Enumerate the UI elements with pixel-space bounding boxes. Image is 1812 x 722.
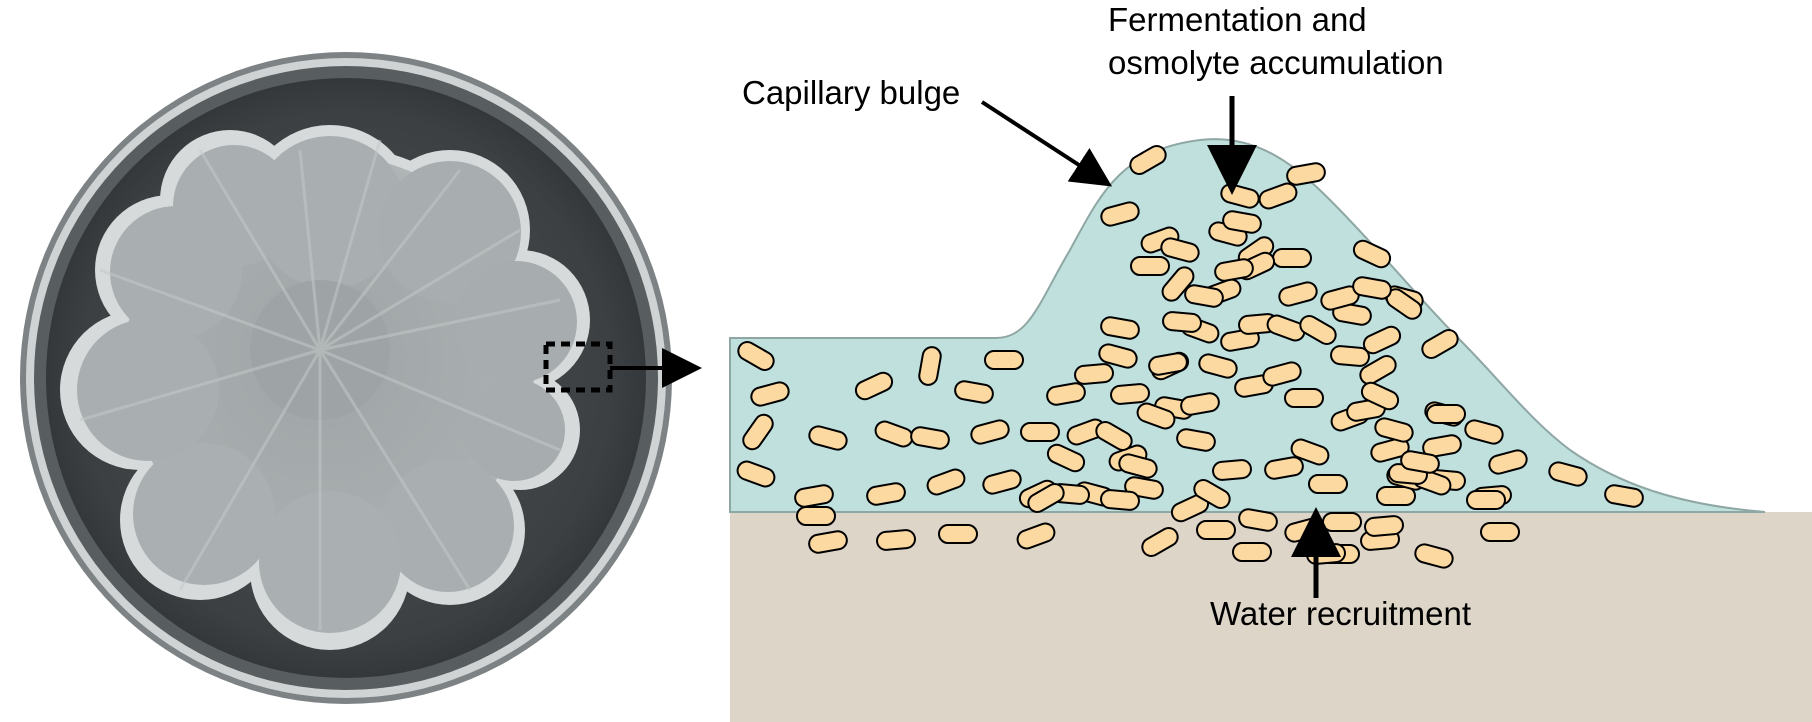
fermentation-label-line2: osmolyte accumulation [1108, 44, 1444, 81]
bacterial-cell [984, 350, 1024, 370]
bacterial-cell [1330, 345, 1370, 367]
bacterial-cell [1212, 459, 1252, 481]
bacterial-cell [1299, 315, 1337, 345]
bacterial-cell [1095, 421, 1133, 451]
bacterial-cell [750, 381, 790, 407]
bacterial-cell [1352, 239, 1392, 269]
bacterial-cell [1359, 355, 1397, 385]
bacterial-cell [1272, 248, 1312, 268]
bacterial-cell [1222, 210, 1262, 234]
bacterial-cell [1130, 256, 1170, 276]
bacterial-cell [1258, 182, 1298, 210]
bacterial-cell [1136, 402, 1176, 430]
bacterial-cell [1162, 311, 1202, 333]
bacterial-cell [808, 425, 848, 451]
bacterial-cell [1238, 508, 1278, 532]
bacterial-cell [1176, 428, 1216, 452]
bacterial-colony [60, 125, 590, 650]
bacterial-cell [1074, 363, 1114, 385]
bacterial-cell [1141, 527, 1179, 557]
bacterial-cell [1264, 456, 1304, 480]
bacterial-cell [1352, 276, 1392, 300]
bacterial-cell [1198, 353, 1238, 379]
bacterial-cell [1364, 515, 1404, 537]
bacterial-cell [1110, 383, 1150, 405]
bacterial-cell [1046, 382, 1086, 406]
bacterial-cell [1100, 201, 1140, 227]
bacterial-cell [1290, 438, 1330, 466]
fermentation-label: Fermentation and osmolyte accumulation [1108, 0, 1444, 84]
bacterial-cell [1362, 325, 1402, 355]
bacterial-cell [1414, 543, 1454, 569]
bacterial-cell [1016, 522, 1056, 550]
bacterial-cell [1098, 343, 1138, 369]
bacterial-cell [1376, 486, 1416, 506]
bacterial-cell [736, 460, 776, 488]
bacterial-cell [1020, 422, 1060, 442]
bacterial-cell [742, 413, 774, 451]
bacterial-cell [1214, 258, 1254, 282]
capillary-bulge-label: Capillary bulge [742, 74, 961, 111]
bacterial-cell [808, 530, 848, 554]
bacterial-cell [1322, 512, 1362, 532]
bacterial-cell [1464, 419, 1504, 445]
bacterial-cell [1604, 484, 1644, 508]
bacterial-cell [938, 524, 978, 544]
bacterial-cell [926, 468, 966, 496]
bacterial-cell [1422, 434, 1462, 458]
bacterial-cell [1286, 162, 1326, 186]
bacterial-cell [1193, 479, 1231, 509]
bacterial-cell [1488, 449, 1528, 475]
bacterial-cell [1480, 522, 1520, 542]
bacterial-cell [1360, 381, 1400, 411]
bacterial-cell [1466, 490, 1506, 510]
bacterial-cell [1100, 316, 1140, 340]
bacterial-cell [1027, 483, 1065, 513]
petri-dish-photo [20, 52, 672, 704]
bacterial-cell [876, 529, 916, 551]
bacterial-cell [794, 484, 834, 508]
bacterial-cell [982, 469, 1022, 495]
bacterial-cell [1548, 461, 1588, 487]
bacterial-cell [854, 371, 894, 401]
capillary-bulge-arrow [980, 100, 1113, 187]
bacterial-cell [1161, 266, 1195, 302]
bacterial-cell [1308, 474, 1348, 494]
bacterial-cell [1266, 314, 1306, 342]
bacterial-cell [1374, 417, 1414, 443]
bacterial-cell [1180, 392, 1220, 416]
bacterial-cell [737, 341, 775, 371]
bacterial-cell [1278, 281, 1318, 307]
bacterial-cell [1306, 543, 1346, 565]
inset-marker [543, 341, 613, 393]
bacterial-cell [910, 426, 950, 450]
bacterial-cell [954, 380, 994, 404]
water-recruitment-label: Water recruitment [1210, 595, 1472, 632]
bacterial-cell [1129, 145, 1167, 175]
bacterial-cell [918, 346, 942, 386]
bacterial-cell [796, 506, 836, 526]
bacterial-cell [1196, 520, 1236, 540]
bacterial-cell [1284, 388, 1324, 408]
bacterial-cell [1332, 302, 1372, 326]
bacterial-cell [1160, 237, 1200, 263]
bacterial-cells [736, 145, 1644, 569]
bacterial-cell [1148, 352, 1188, 376]
colony-cross-section [729, 138, 1812, 722]
bacterial-cell [1370, 437, 1410, 463]
bacterial-cell [1184, 284, 1224, 308]
bacterial-cell [1400, 450, 1440, 474]
fermentation-label-line1: Fermentation and [1108, 1, 1367, 38]
arrows [610, 96, 1341, 598]
bacterial-cell [1100, 489, 1140, 511]
bacterial-cell [1426, 404, 1466, 424]
bacterial-cell [1232, 542, 1272, 562]
bacterial-cell [1046, 443, 1086, 473]
bacterial-cell [1118, 453, 1158, 479]
bacterial-cell [1262, 361, 1302, 387]
bacterial-cell [866, 482, 906, 506]
bacterial-cell [1421, 329, 1459, 360]
bacterial-cell [970, 419, 1010, 445]
